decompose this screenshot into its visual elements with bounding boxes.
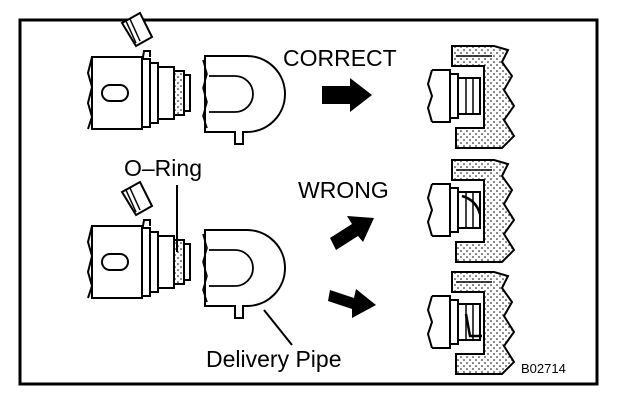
label-delivery-pipe: Delivery Pipe: [206, 346, 342, 372]
figure-code: B02714: [521, 361, 566, 376]
o-ring-misaligned-2: [464, 313, 482, 338]
label-correct: CORRECT: [283, 45, 397, 71]
arrow-wrong-1: [330, 216, 374, 250]
arrow-wrong-2: [328, 289, 376, 318]
label-wrong: WRONG: [298, 177, 389, 203]
label-o-ring: O–Ring: [124, 155, 202, 181]
o-ring-misaligned-1: [461, 194, 482, 215]
arrow-correct: [322, 78, 372, 112]
delivery-pipe-leader: [263, 309, 293, 346]
